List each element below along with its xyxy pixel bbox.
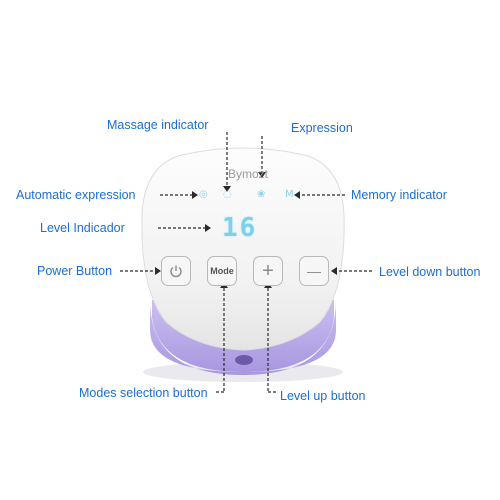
level-display: 16 (222, 213, 258, 243)
mode-button[interactable]: Mode (207, 256, 237, 286)
power-icon (170, 265, 182, 278)
label-level-indicator: Level Indicador (40, 221, 125, 235)
automatic-expression-icon: ◎ (199, 189, 208, 200)
brand-logo: Bymozt (228, 167, 269, 181)
plus-icon: + (262, 259, 274, 282)
label-memory-indicator: Memory indicator (351, 188, 447, 202)
label-expression: Expression (291, 121, 353, 135)
expression-icon: ❀ (257, 189, 266, 200)
massage-indicator-icon: ◌ (223, 189, 232, 200)
level-up-button[interactable]: + (253, 256, 283, 286)
mode-button-label: Mode (210, 266, 234, 276)
label-power-button: Power Button (37, 264, 113, 278)
label-modes-selection-button: Modes selection button (79, 386, 208, 400)
label-automatic-expression: Automatic expression (16, 188, 136, 202)
minus-icon: — (307, 263, 321, 279)
power-button[interactable] (161, 256, 191, 286)
charging-port (235, 355, 253, 365)
label-massage-indicator: Massage indicator (107, 118, 209, 132)
level-down-button[interactable]: — (299, 256, 329, 286)
label-level-down-button: Level down button (379, 265, 481, 279)
label-level-up-button: Level up button (280, 389, 366, 403)
memory-indicator-icon: M (285, 189, 294, 200)
